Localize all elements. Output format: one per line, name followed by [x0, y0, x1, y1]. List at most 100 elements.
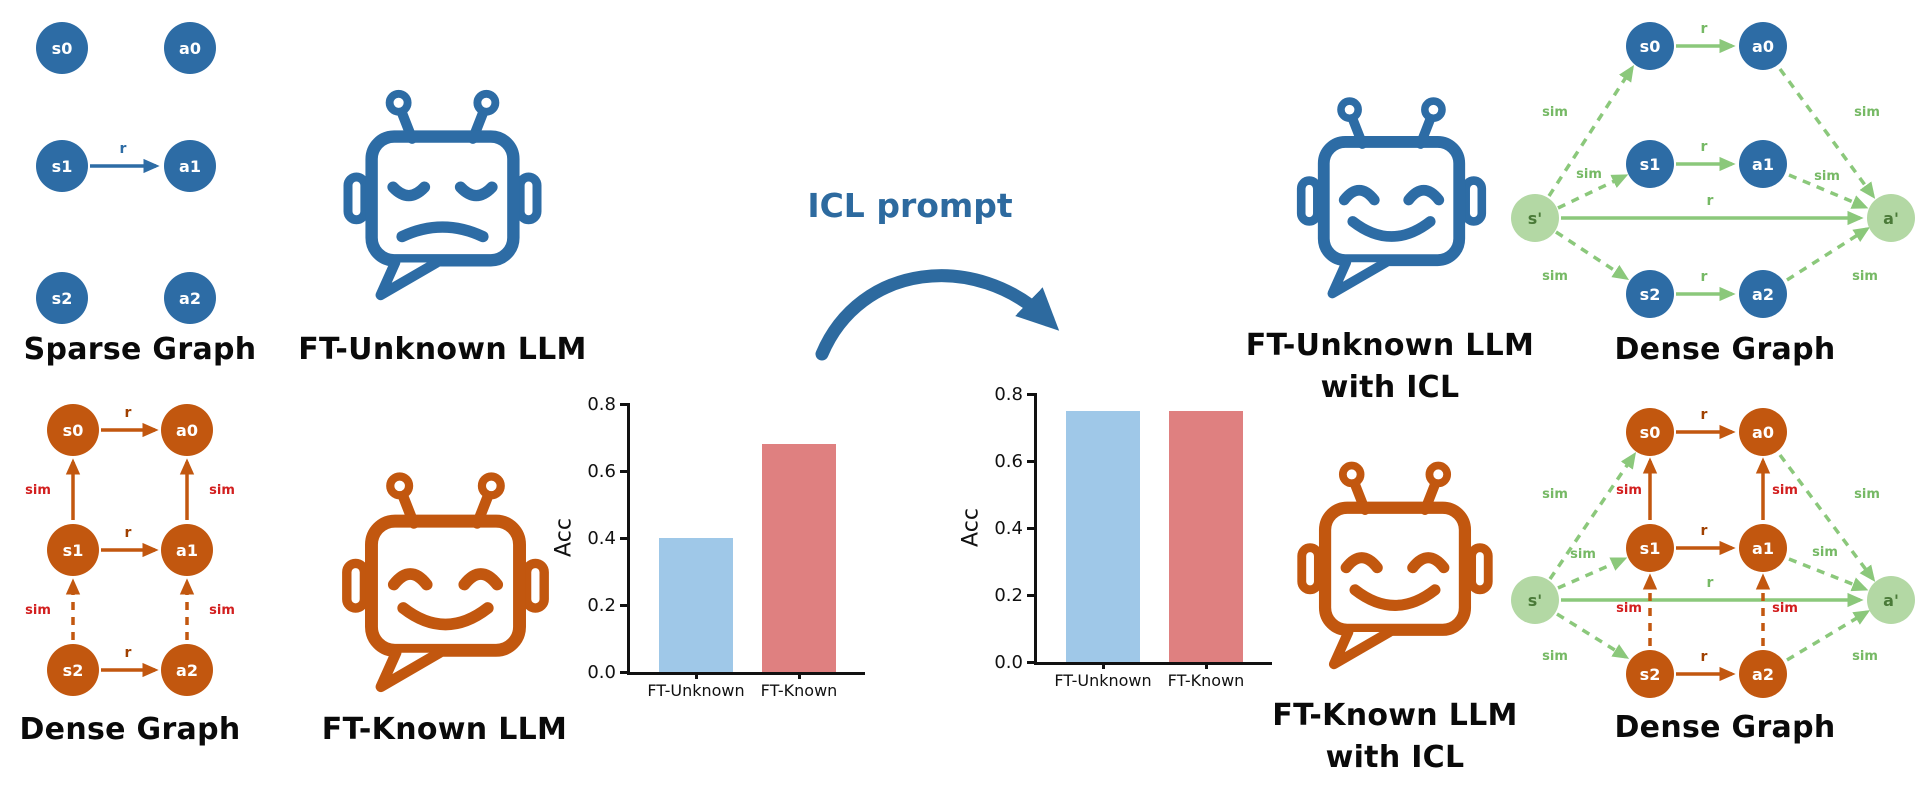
robot-svg: [1296, 97, 1487, 299]
ft-known-robot-icon: [328, 460, 563, 695]
dense-graph-top-right: r r r r sim sim sim sim sim sim s' a' s0…: [1505, 12, 1915, 334]
svg-text:r: r: [1707, 193, 1714, 209]
node-a2: a2: [1739, 650, 1787, 698]
svg-text:sim: sim: [25, 603, 51, 618]
bottom-right-edge-labels: r r r r sim sim sim sim sim sim sim sim …: [1542, 407, 1880, 665]
svg-text:a0: a0: [1752, 37, 1774, 56]
svg-text:sim: sim: [1854, 105, 1880, 120]
ft-unknown-icl-robot-icon: [1284, 86, 1499, 301]
svg-text:a': a': [1883, 591, 1899, 610]
x-tick-mark: [1101, 662, 1105, 669]
y-tick-label: 0.4: [994, 518, 1023, 539]
y-tick-mark: [1027, 392, 1037, 396]
node-a2: a2: [164, 272, 216, 324]
svg-text:r: r: [1701, 139, 1708, 155]
x-tick-label: FT-Known: [760, 681, 838, 700]
y-tick-mark: [620, 603, 630, 607]
node-a-prime: a': [1867, 576, 1915, 624]
y-tick-label: 0.0: [994, 652, 1023, 673]
node-s2: s2: [1626, 270, 1674, 318]
icl-prompt-label: ICL prompt: [807, 186, 1013, 225]
robot-svg: [343, 89, 542, 301]
node-a0: a0: [1739, 408, 1787, 456]
svg-text:sim: sim: [1616, 483, 1642, 498]
svg-text:sim: sim: [1542, 105, 1568, 120]
x-tick-mark: [797, 672, 801, 679]
node-a1: a1: [161, 524, 213, 576]
y-tick-mark: [620, 670, 630, 674]
svg-text:sim: sim: [1772, 483, 1798, 498]
dense-graph-top-right-svg: r r r r sim sim sim sim sim sim s' a' s0…: [1511, 21, 1915, 318]
node-s1: s1: [1626, 524, 1674, 572]
svg-text:s0: s0: [1640, 423, 1661, 442]
svg-text:r: r: [1701, 269, 1708, 285]
svg-text:sim: sim: [1570, 547, 1596, 562]
svg-text:s2: s2: [1640, 665, 1661, 684]
svg-text:r: r: [1701, 523, 1708, 539]
y-tick-label: 0.8: [994, 384, 1023, 405]
dense-graph-bottom-right-caption: Dense Graph: [1614, 710, 1836, 745]
dense-graph-left: r r r sim sim sim sim s0 a0 s1 a1 s2 a2: [15, 398, 265, 704]
svg-text:r: r: [1701, 21, 1708, 37]
y-tick-label: 0.6: [587, 461, 616, 482]
svg-text:r: r: [1701, 407, 1708, 423]
svg-text:a1: a1: [179, 157, 201, 176]
dense-graph-left-svg: r r r sim sim sim sim s0 a0 s1 a1 s2 a2: [25, 404, 235, 696]
node-s1: s1: [36, 140, 88, 192]
svg-text:sim: sim: [1542, 487, 1568, 502]
svg-text:s1: s1: [1640, 155, 1661, 174]
y-axis-label: Acc: [958, 508, 984, 547]
node-s0: s0: [1626, 22, 1674, 70]
node-s0: s0: [1626, 408, 1674, 456]
svg-text:s': s': [1528, 591, 1542, 610]
bar-ft-unknown: [659, 538, 733, 672]
ft-unknown-icl-caption-line1: FT-Unknown LLM: [1245, 328, 1535, 363]
bar-ft-known: [1169, 410, 1243, 662]
y-tick-mark: [620, 536, 630, 540]
svg-text:r: r: [1701, 649, 1708, 665]
robot-svg: [342, 472, 549, 693]
y-axis-label: Acc: [551, 518, 577, 557]
svg-text:s2: s2: [1640, 285, 1661, 304]
dense-left-edges: [65, 422, 195, 678]
svg-text:r: r: [125, 525, 132, 541]
robot-svg: [1297, 461, 1493, 670]
node-s2: s2: [36, 272, 88, 324]
y-tick-mark: [1027, 660, 1037, 664]
icl-green-edge-labels: r r r r sim sim sim sim sim sim: [1542, 21, 1880, 285]
node-s1: s1: [1626, 140, 1674, 188]
dense-graph-left-caption: Dense Graph: [19, 712, 241, 747]
svg-text:sim: sim: [1812, 545, 1838, 560]
y-tick-mark: [620, 469, 630, 473]
svg-text:a2: a2: [1752, 665, 1774, 684]
dense-graph-bottom-right-svg: r r r r sim sim sim sim sim sim sim sim …: [1511, 407, 1915, 698]
svg-text:a0: a0: [176, 421, 198, 440]
svg-text:r: r: [125, 405, 132, 421]
svg-text:s1: s1: [63, 541, 84, 560]
node-s0: s0: [47, 404, 99, 456]
svg-text:a1: a1: [176, 541, 198, 560]
node-a1: a1: [164, 140, 216, 192]
svg-text:sim: sim: [1772, 601, 1798, 616]
svg-text:s1: s1: [1640, 539, 1661, 558]
svg-text:s0: s0: [63, 421, 84, 440]
svg-text:a0: a0: [179, 39, 201, 58]
svg-text:sim: sim: [1576, 167, 1602, 182]
svg-text:sim: sim: [1854, 487, 1880, 502]
node-a-prime: a': [1867, 194, 1915, 242]
svg-text:a2: a2: [1752, 285, 1774, 304]
svg-text:a0: a0: [1752, 423, 1774, 442]
x-tick-mark: [694, 672, 698, 679]
ft-unknown-icl-caption-line2: with ICL: [1320, 370, 1460, 405]
dense-left-edge-labels: r r r sim sim sim sim: [25, 405, 235, 661]
dense-graph-bottom-right: r r r r sim sim sim sim sim sim sim sim …: [1505, 398, 1915, 704]
svg-text:s0: s0: [52, 39, 73, 58]
y-tick-mark: [1027, 459, 1037, 463]
y-tick-label: 0.2: [994, 585, 1023, 606]
x-tick-label: FT-Unknown: [1054, 671, 1152, 690]
node-a1: a1: [1739, 140, 1787, 188]
svg-text:sim: sim: [1814, 169, 1840, 184]
svg-text:s2: s2: [63, 661, 84, 680]
